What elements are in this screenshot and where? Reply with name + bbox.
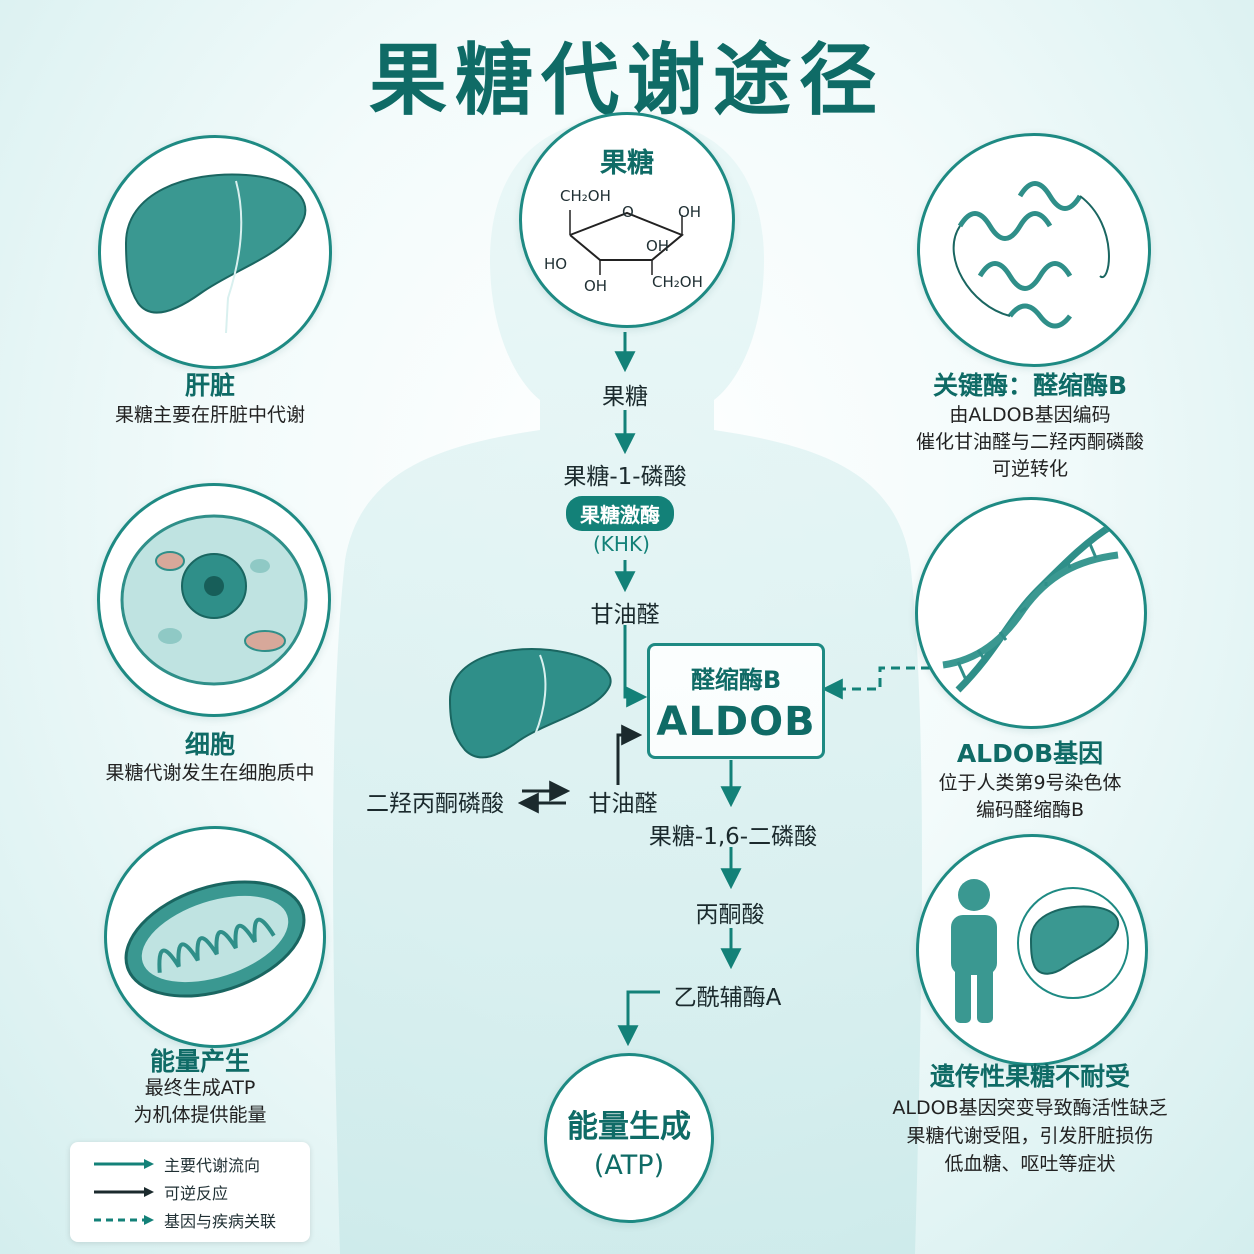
right-desc-enzyme-3: 可逆转化 (991, 458, 1068, 480)
left-desc-energy-2: 为机体提供能量 (133, 1104, 267, 1126)
aldob-cn-label: 醛缩酶B (690, 666, 782, 694)
right-title-disease: 遗传性果糖不耐受 (929, 1062, 1130, 1091)
fructose-label: 果糖 (600, 148, 654, 179)
dna-helix-icon (942, 521, 1119, 693)
aldob-enzyme-box: 醛缩酶B ALDOB (647, 643, 825, 759)
left-title-cell: 细胞 (184, 730, 235, 759)
formula-oh-bottom: OH (584, 277, 608, 295)
formula-ch2oh-top: CH₂OH (560, 187, 611, 205)
right-desc-disease-1: ALDOB基因突变导致酶活性缺乏 (892, 1097, 1168, 1119)
flow-fructose: 果糖 (602, 384, 648, 410)
legend-label: 可逆反应 (164, 1184, 229, 1203)
legend: 主要代谢流向 可逆反应 基因与疾病关联 (70, 1142, 310, 1242)
flow-acetyl-coa: 乙酰辅酶A (673, 985, 782, 1011)
legend-item-reversible: 可逆反应 (92, 1180, 228, 1204)
fructose-ring-icon (569, 210, 684, 275)
energy-title: 能量生成 (567, 1109, 691, 1145)
flow-glyceraldehyde-2: 甘油醛 (588, 791, 658, 817)
right-title-gene: ALDOB基因 (956, 739, 1104, 768)
energy-atp-circle: 能量生成 (ATP) (544, 1053, 714, 1223)
aldob-en-label: ALDOB (656, 699, 816, 745)
dna-circle (915, 497, 1147, 729)
mitochondria-icon (124, 880, 306, 998)
left-desc-cell: 果糖代谢发生在细胞质中 (105, 762, 315, 784)
disease-circle (916, 834, 1148, 1066)
flow-fructose-1-phosphate: 果糖-1-磷酸 (563, 464, 687, 490)
flow-fructose-16-bisphosphate: 果糖-1,6-二磷酸 (648, 824, 818, 850)
right-desc-disease-2: 果糖代谢受阻，引发肝脏损伤 (906, 1125, 1154, 1147)
energy-sub: (ATP) (593, 1150, 665, 1181)
formula-oh-right: OH (678, 203, 702, 221)
left-title-energy: 能量产生 (149, 1047, 250, 1076)
formula-ring-o: O (622, 203, 634, 221)
liver-inset-circle (1017, 887, 1129, 999)
person-icon (951, 879, 997, 1023)
liver-icon (1029, 905, 1119, 975)
liver-circle (98, 135, 332, 369)
left-title-liver: 肝脏 (184, 371, 235, 400)
flow-pyruvate: 丙酮酸 (695, 902, 765, 928)
formula-ch2oh-bottom: CH₂OH (652, 273, 703, 291)
dark-arrow-icon (94, 1187, 154, 1197)
enzyme-structure-circle (917, 133, 1151, 367)
formula-oh-mid: OH (646, 237, 670, 255)
teal-arrow-icon (94, 1159, 154, 1169)
enzyme-khk-abbr: (KHK) (593, 532, 650, 556)
cell-circle (97, 483, 331, 717)
right-desc-gene-1: 位于人类第9号染色体 (938, 772, 1122, 794)
fructose-structure-circle: 果糖 CH₂OH O OH OH HO OH CH₂OH (519, 112, 735, 328)
right-desc-disease-3: 低血糖、呕吐等症状 (944, 1153, 1116, 1175)
enzyme-khk-badge: 果糖激酶 (566, 496, 674, 531)
protein-structure-icon (952, 181, 1110, 329)
right-desc-gene-2: 编码醛缩酶B (975, 799, 1085, 821)
formula-ho-left: HO (544, 255, 568, 273)
right-desc-enzyme-1: 由ALDOB基因编码 (949, 404, 1111, 426)
cell-icon (120, 514, 308, 686)
legend-item-main-flow: 主要代谢流向 (92, 1152, 260, 1176)
legend-label: 基因与疾病关联 (164, 1212, 277, 1231)
liver-icon (448, 648, 612, 759)
right-desc-enzyme-2: 催化甘油醛与二羟丙酮磷酸 (915, 431, 1144, 453)
mitochondria-circle (104, 826, 326, 1048)
flow-dhap: 二羟丙酮磷酸 (366, 791, 504, 817)
legend-label: 主要代谢流向 (164, 1156, 261, 1175)
flow-glyceraldehyde: 甘油醛 (590, 602, 660, 628)
legend-item-gene-disease: 基因与疾病关联 (92, 1208, 276, 1232)
dashed-arrow-icon (94, 1215, 154, 1225)
right-title-enzyme: 关键酶：醛缩酶B (932, 371, 1128, 400)
liver-icon (124, 173, 307, 334)
left-desc-liver: 果糖主要在肝脏中代谢 (114, 404, 305, 426)
left-desc-energy-1: 最终生成ATP (144, 1077, 256, 1099)
page-title: 果糖代谢途径 (368, 36, 885, 126)
